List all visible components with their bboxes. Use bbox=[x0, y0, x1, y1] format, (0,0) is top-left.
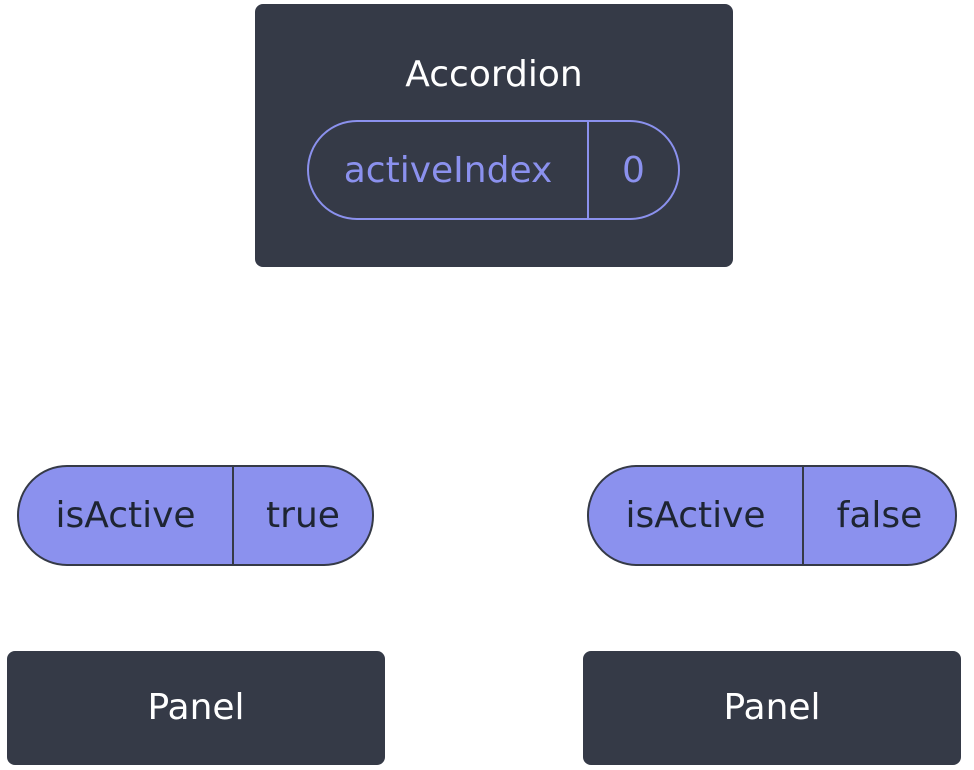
panel-component-node-left: Panel bbox=[7, 651, 385, 765]
prop-value: false bbox=[836, 495, 923, 536]
pill-divider bbox=[802, 467, 804, 564]
is-active-prop-pill-left: isActive true bbox=[17, 465, 374, 566]
pill-divider bbox=[232, 467, 234, 564]
is-active-prop-pill-right: isActive false bbox=[587, 465, 957, 566]
panel-title: Panel bbox=[723, 687, 821, 728]
panel-title: Panel bbox=[147, 687, 245, 728]
prop-value: true bbox=[266, 495, 340, 536]
panel-component-node-right: Panel bbox=[583, 651, 961, 765]
active-index-state-pill: activeIndex 0 bbox=[307, 120, 680, 220]
state-name: activeIndex bbox=[343, 149, 553, 191]
prop-name: isActive bbox=[625, 495, 766, 536]
prop-name: isActive bbox=[55, 495, 196, 536]
accordion-component-node: Accordion activeIndex 0 bbox=[255, 4, 733, 267]
accordion-title: Accordion bbox=[405, 54, 583, 95]
state-value: 0 bbox=[622, 149, 645, 191]
pill-divider bbox=[587, 122, 589, 218]
